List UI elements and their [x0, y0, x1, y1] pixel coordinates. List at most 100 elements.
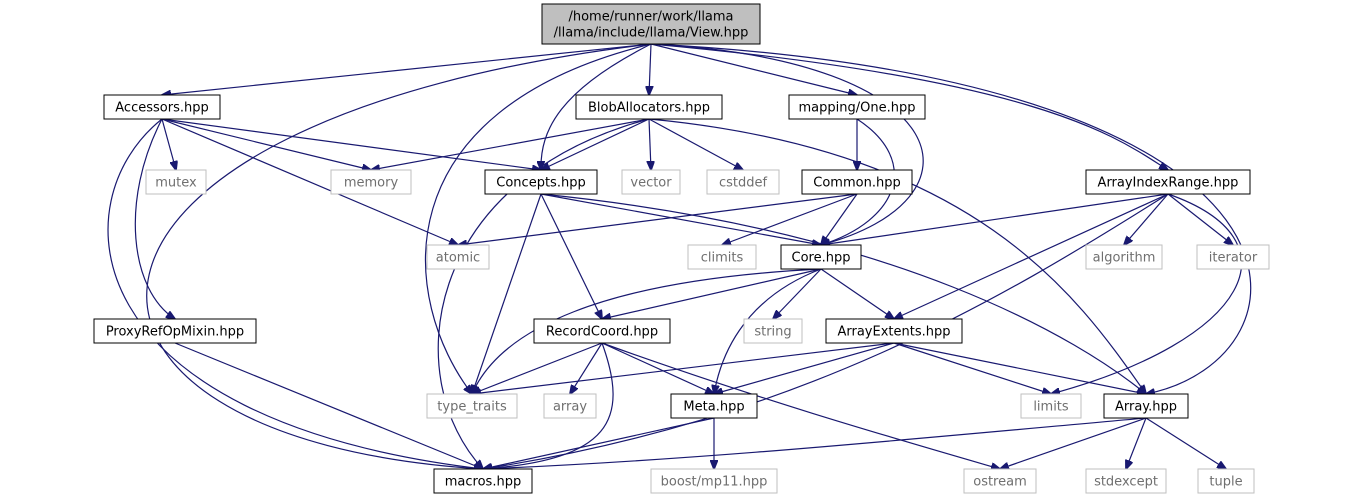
edge-line: [541, 118, 650, 170]
node-label: Concepts.hpp: [496, 176, 585, 191]
node-blob[interactable]: BlobAllocators.hpp: [575, 94, 723, 120]
edge-view-to-arrayindexrange: [650, 43, 1168, 170]
edge-core-to-recordcoord: [602, 268, 822, 319]
node-label: /llama/include/llama/View.hpp: [554, 26, 749, 41]
edge-arrayextents-to-arrayhpp: [893, 342, 1146, 394]
node-box: [1085, 468, 1167, 494]
node-box: [743, 318, 803, 344]
node-box: [533, 318, 671, 344]
node-arrayindexrange[interactable]: ArrayIndexRange.hpp: [1085, 169, 1251, 195]
node-recordcoord[interactable]: RecordCoord.hpp: [533, 318, 671, 344]
node-box: [543, 393, 597, 419]
edge-view-to-macros: [146, 43, 652, 469]
edge-line: [649, 43, 651, 95]
node-label: cstddef: [719, 176, 768, 191]
edge-line: [601, 342, 714, 394]
node-atomic: atomic: [426, 244, 490, 270]
edge-line: [820, 268, 894, 319]
node-box: [825, 318, 963, 344]
edge-line: [483, 193, 1169, 469]
edge-blob-to-vector: [649, 118, 651, 170]
edge-arrayhpp-to-stdexcept: [1126, 417, 1147, 469]
edge-line: [483, 417, 1147, 469]
edge-line: [650, 43, 857, 95]
node-label: type_traits: [437, 400, 507, 415]
node-accessors[interactable]: Accessors.hpp: [103, 94, 221, 120]
edge-line: [714, 342, 895, 394]
node-ostream: ostream: [963, 468, 1037, 494]
node-box: [706, 169, 780, 195]
node-label: BlobAllocators.hpp: [588, 101, 710, 116]
node-box: [1197, 468, 1255, 494]
edge-blob-to-cstddef: [648, 118, 743, 170]
node-label: limits: [1033, 400, 1069, 415]
node-core[interactable]: Core.hpp: [780, 244, 862, 270]
node-concepts[interactable]: Concepts.hpp: [484, 169, 598, 195]
node-box: [575, 94, 723, 120]
edge-line: [722, 193, 858, 245]
edge-line: [893, 342, 1051, 394]
node-box: [1020, 393, 1082, 419]
node-memory: memory: [330, 169, 412, 195]
edge-accessors-to-proxyref: [134, 118, 175, 319]
node-label: RecordCoord.hpp: [546, 325, 658, 340]
node-label: Core.hpp: [792, 251, 851, 266]
node-iterator: iterator: [1196, 244, 1270, 270]
edge-line: [425, 43, 652, 394]
node-mapping-one[interactable]: mapping/One.hpp: [788, 94, 926, 120]
edge-line: [134, 118, 175, 319]
node-algorithm: algorithm: [1085, 244, 1163, 270]
node-cstddef: cstddef: [706, 169, 780, 195]
edge-line: [570, 342, 603, 394]
node-label: vector: [630, 176, 672, 191]
edge-view-to-accessors: [162, 43, 652, 95]
node-limits: limits: [1020, 393, 1082, 419]
edge-view-to-core: [650, 43, 924, 245]
node-label: string: [754, 325, 791, 340]
edge-blob-to-macros: [437, 118, 650, 469]
edge-line: [648, 118, 743, 170]
edge-recordcoord-to-meta: [601, 342, 714, 394]
edge-line: [821, 193, 858, 245]
edge-line: [472, 342, 603, 394]
node-box: [670, 393, 758, 419]
node-label: atomic: [436, 251, 480, 266]
edge-common-to-atomic: [458, 193, 858, 245]
node-box: [426, 393, 518, 419]
node-meta[interactable]: Meta.hpp: [670, 393, 758, 419]
edge-concepts-to-recordcoord: [540, 193, 602, 319]
edge-line: [714, 268, 822, 394]
edge-line: [601, 342, 1000, 469]
edge-recordcoord-to-macros: [483, 342, 614, 469]
node-label: ArrayExtents.hpp: [837, 325, 950, 340]
node-common[interactable]: Common.hpp: [801, 169, 913, 195]
edge-arrayextents-to-limits: [893, 342, 1051, 394]
node-proxyref[interactable]: ProxyRefOpMixin.hpp: [93, 318, 257, 344]
node-label: mutex: [155, 176, 197, 191]
node-arrayhpp[interactable]: Array.hpp: [1103, 393, 1189, 419]
node-label: ArrayIndexRange.hpp: [1098, 176, 1239, 191]
edge-view-to-arrayhpp: [650, 43, 1252, 394]
edges-layer: [107, 43, 1252, 469]
edge-arrayextents-to-meta: [714, 342, 895, 394]
node-box: [801, 169, 913, 195]
edge-view-to-mapping_one: [650, 43, 857, 95]
node-arrayextents[interactable]: ArrayExtents.hpp: [825, 318, 963, 344]
edge-line: [540, 193, 1146, 394]
edge-arrayindexrange-to-algorithm: [1124, 193, 1169, 245]
edge-arrayindexrange-to-iterator: [1167, 193, 1233, 245]
node-label: iterator: [1209, 251, 1258, 266]
node-box: [330, 169, 412, 195]
node-view[interactable]: /home/runner/work/llama/llama/include/ll…: [541, 3, 761, 45]
node-box: [145, 169, 207, 195]
node-mutex: mutex: [145, 169, 207, 195]
node-macros[interactable]: macros.hpp: [433, 468, 533, 494]
node-box: [1085, 169, 1251, 195]
edge-concepts-to-arrayhpp: [540, 193, 1146, 394]
node-type-traits: type_traits: [426, 393, 518, 419]
edge-core-to-arrayextents: [820, 268, 894, 319]
edge-accessors-to-mutex: [161, 118, 176, 170]
edge-line: [894, 193, 1169, 319]
node-box: [484, 169, 598, 195]
node-box: [426, 244, 490, 270]
